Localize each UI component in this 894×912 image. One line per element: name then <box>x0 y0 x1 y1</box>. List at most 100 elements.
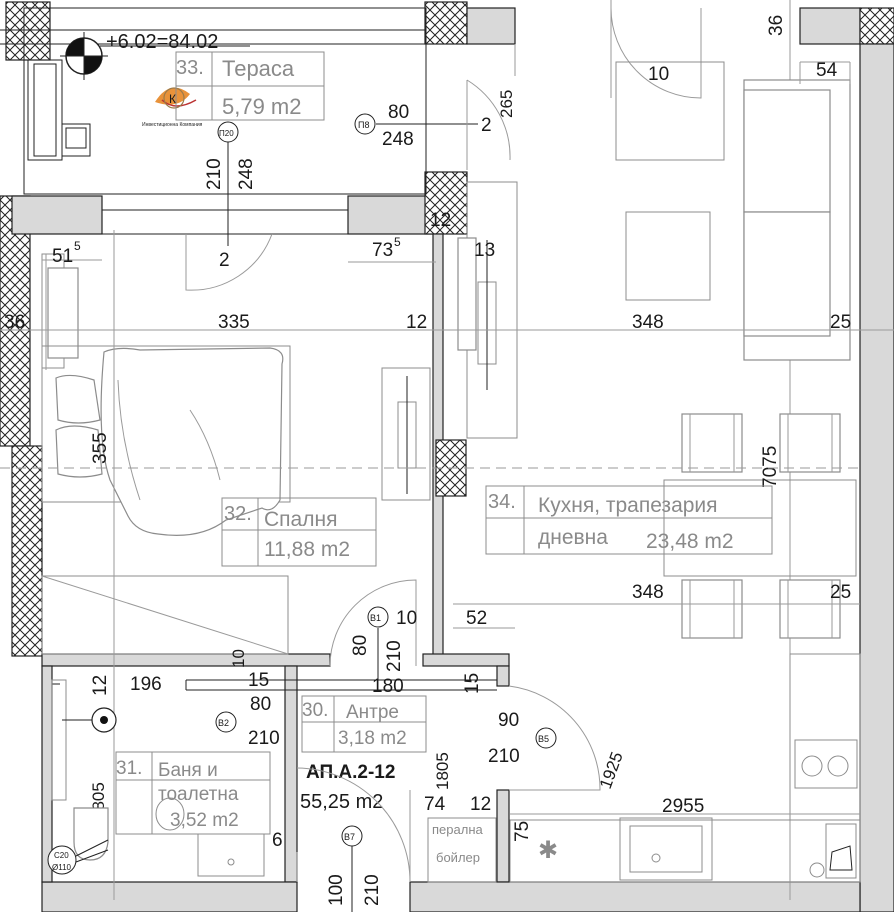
logo-caption: Инвестиционна Компания <box>142 122 203 128</box>
dim-p20-height: 248 <box>236 158 257 190</box>
wall-bath-right <box>284 665 298 883</box>
door-tag-p8 <box>354 113 376 135</box>
wall-hall-right <box>496 665 510 687</box>
kitchen-label-box <box>485 485 773 555</box>
dim-75: 75 <box>512 821 533 842</box>
kitchen-furniture: 54 7075 ✱ <box>457 60 861 883</box>
dim-left-36: 36 <box>4 312 25 333</box>
logo-letter: К <box>169 92 176 106</box>
dim-10-small: 10 <box>229 649 248 668</box>
armchair <box>615 61 725 161</box>
dim-180: 180 <box>372 676 404 697</box>
kitchen-number: 34. <box>488 491 516 513</box>
dim-b1-height: 210 <box>384 640 405 672</box>
dim-6: 6 <box>272 830 283 851</box>
dim-12-lower: 12 <box>470 794 491 815</box>
wall-hatched-column-top-right <box>859 7 894 45</box>
wall-left-terrace-column <box>5 1 51 61</box>
dim-b1-10: 10 <box>396 608 417 629</box>
dim-p8-count: 2 <box>481 115 492 136</box>
apartment-area: 55,25 m2 <box>300 791 383 813</box>
dim-73: 73 <box>372 240 393 261</box>
door-tag-b5-text: В5 <box>538 734 549 744</box>
chair-1 <box>681 413 743 473</box>
bath-name-line2: тоалетна <box>158 784 239 805</box>
wall-bedroom-bottom <box>41 653 331 667</box>
drain-c20 <box>47 845 77 875</box>
bedroom-number: 32. <box>224 503 252 525</box>
wall-bedroom-top-left <box>11 195 103 235</box>
dim-p8-width: 80 <box>388 102 409 123</box>
washer-boiler <box>427 817 497 883</box>
dim-top-10: 10 <box>648 64 669 85</box>
dim-73-sup: 5 <box>394 235 401 249</box>
hall-area: 3,18 m2 <box>338 728 407 749</box>
dim-top-36: 36 <box>766 15 787 36</box>
bedroom-name: Спалня <box>264 508 337 531</box>
wall-bedroom-top-right <box>347 195 439 235</box>
dim-51: 51 <box>52 246 73 267</box>
hall-number: 30. <box>302 700 328 721</box>
terrace-area: 5,79 m2 <box>222 94 302 119</box>
shower <box>51 679 67 801</box>
dim-355: 355 <box>90 432 111 464</box>
wall-left-exterior <box>0 195 31 447</box>
dim-348-top: 348 <box>632 312 664 333</box>
wall-kitchen-top-left <box>466 7 516 45</box>
pillow-1 <box>55 374 101 424</box>
wardrobe-inner <box>47 267 79 359</box>
bedroom: 32. Спалня 11,88 m2 В1 10 80 210 <box>41 253 431 680</box>
fridge <box>789 653 861 821</box>
bath-area: 3,52 m2 <box>170 810 239 831</box>
door-tag-p8-text: П8 <box>358 120 369 130</box>
dim-p8-height: 248 <box>382 129 414 150</box>
pillow-2 <box>55 425 103 478</box>
bath-number: 31. <box>116 758 142 779</box>
washbasin <box>197 833 265 877</box>
dim-15-left: 15 <box>248 670 269 691</box>
dim-b2-height: 210 <box>248 728 280 749</box>
bedroom-area: 11,88 m2 <box>264 538 350 561</box>
dim-b5-width: 90 <box>498 710 519 731</box>
apartment-code: АП.А.2-12 <box>306 762 395 783</box>
desk <box>41 575 289 655</box>
bath-name-line1: Баня и <box>158 760 218 781</box>
dim-12-left: 12 <box>90 675 111 696</box>
dim-b7-width: 100 <box>326 874 347 906</box>
kitchen-counter <box>509 819 861 883</box>
dining-table <box>663 479 857 577</box>
dim-265: 265 <box>497 90 516 118</box>
drain-tag-sub: Ø110 <box>52 863 72 872</box>
terrace-number: 33. <box>176 57 204 79</box>
wall-right-exterior <box>859 43 894 912</box>
terrace: +6.02=84.02 К Инвестиционна Компания 33.… <box>0 7 516 291</box>
dim-b2-width: 80 <box>250 694 271 715</box>
kitchen-label: 34. Кухня, трапезария дневна 23,48 m2 <box>485 485 773 555</box>
washer-label: перална <box>432 822 483 837</box>
door-tag-b1-text: В1 <box>370 613 381 623</box>
dim-b7-height: 210 <box>362 874 383 906</box>
drain-tag-text: С20 <box>54 851 69 860</box>
dim-74: 74 <box>424 794 446 815</box>
dim-52: 52 <box>466 608 487 629</box>
door-tag-b2 <box>215 711 237 733</box>
dim-p20-width: 210 <box>204 158 225 190</box>
terrace-outline <box>23 7 427 195</box>
wall-bottom-left <box>41 881 298 912</box>
tv <box>457 237 477 351</box>
boiler-label: бойлер <box>436 850 480 865</box>
wall-bottom-right <box>409 881 861 912</box>
coffee-table <box>625 211 711 301</box>
dim-335: 335 <box>218 312 250 333</box>
bathroom: 31. Баня и тоалетна 3,52 m2 1805 6 С20 Ø… <box>47 679 283 877</box>
bedroom-label-box <box>221 497 377 567</box>
wall-hatched-column-top <box>424 1 468 45</box>
hall-name: Антре <box>346 702 399 723</box>
dim-15-right: 15 <box>462 673 483 694</box>
chair-3 <box>681 579 743 639</box>
door-tag-b1 <box>367 606 389 628</box>
bed-blanket <box>100 347 284 536</box>
kitchen-name-line2: дневна <box>538 526 608 549</box>
